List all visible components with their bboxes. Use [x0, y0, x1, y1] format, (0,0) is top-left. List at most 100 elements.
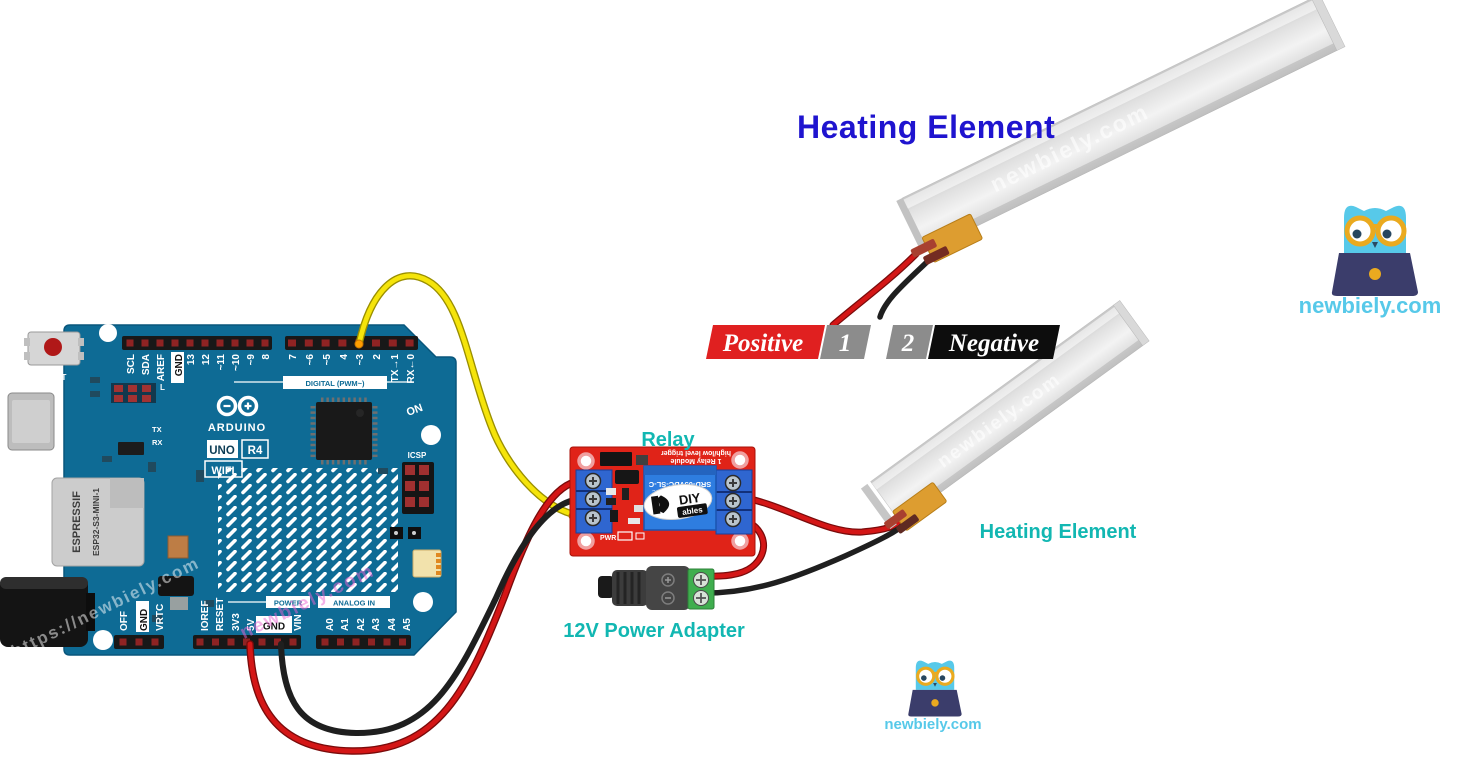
power-adapter-label: 12V Power Adapter	[563, 620, 745, 642]
minus-terminal-icon	[661, 591, 675, 605]
icsp-label: ICSP	[408, 451, 427, 460]
pin-label: 5V	[246, 618, 257, 631]
led-block	[111, 383, 156, 403]
crimp-terminal-black	[923, 246, 950, 265]
pin-label: RX←0	[406, 354, 417, 384]
digital-header-pins	[122, 336, 418, 350]
pin-label: GND	[139, 609, 150, 631]
pin-label: OFF	[119, 611, 130, 631]
owl-logo	[1332, 206, 1418, 296]
positive-label: Positive	[722, 330, 804, 357]
pin1-badge	[820, 325, 871, 359]
heating-element-right: newbiely.com	[860, 300, 1150, 534]
soic-chip	[118, 442, 144, 455]
digital-pin-labels: SCL SDA AREF GND 13 12 ~11 ~10 ~9 8 7 ~6…	[126, 352, 417, 383]
power-analog-header-pins	[114, 635, 411, 649]
arduino-uno-board: RESET SCL SDA AREF GND 13 12 ~11 ~10 ~9 …	[0, 324, 457, 661]
crimp-terminal-black	[896, 514, 919, 534]
pin-label: RESET	[215, 598, 226, 631]
smd-components	[90, 377, 442, 622]
pin-label: VRTC	[155, 604, 166, 631]
jumper-and-parts	[600, 452, 648, 524]
pwr-label: PWR	[600, 535, 616, 542]
gnd-label-box	[171, 352, 184, 383]
mounting-hole	[577, 452, 595, 470]
pin-label: 3V3	[231, 613, 242, 631]
pin-label: A3	[371, 618, 382, 631]
icsp-header	[402, 462, 434, 514]
pin-label: TX→1	[390, 354, 401, 383]
pin-label: AREF	[156, 354, 167, 381]
pin-label: ~9	[246, 354, 257, 366]
tx-label: TX	[152, 425, 162, 434]
crimp-terminal-red	[884, 509, 907, 529]
gnd-label-box	[136, 601, 149, 632]
pin-label: ~6	[305, 354, 316, 366]
power-header-box	[266, 596, 310, 608]
crimp-terminal-red	[910, 239, 937, 258]
pin-label: GND	[174, 354, 185, 376]
hatch-pattern-area	[218, 468, 398, 592]
element-wire-negative	[877, 258, 931, 320]
wire-gnd-black	[278, 496, 583, 737]
module-name-label: ESP32-S3-MINI-1	[91, 488, 101, 556]
uno-box	[207, 440, 238, 458]
element-wire-positive	[830, 251, 919, 328]
pin2-label: 2	[901, 330, 915, 357]
arduino-logo-icon	[216, 395, 259, 417]
gnd-label-box	[256, 616, 292, 633]
pin-label: SDA	[141, 354, 152, 375]
module-brand-label: ESPRESSIF	[71, 491, 83, 553]
mounting-hole	[731, 532, 749, 550]
analog-header-label: ANALOG IN	[333, 599, 375, 608]
negative-label: Negative	[948, 330, 1039, 357]
pwr-led-box	[617, 531, 633, 541]
pin-label: A0	[325, 618, 336, 631]
wires	[246, 272, 907, 755]
negative-badge	[928, 325, 1060, 359]
positive-badge	[706, 325, 825, 359]
heating-element-right-label: Heating Element	[980, 521, 1137, 543]
power-header-label: POWER	[274, 599, 303, 608]
pin-label: ~10	[231, 354, 242, 371]
pin-label: A4	[387, 618, 398, 631]
pin-label: ~5	[322, 354, 333, 366]
pin-label: SCL	[126, 354, 137, 374]
pin-label: 7	[288, 354, 299, 360]
pin-label: GND	[263, 622, 285, 633]
pin2-badge	[886, 325, 933, 359]
r4-label: R4	[248, 445, 263, 457]
relay-module: SRD-05VDC-SL-C 10A 250VAC 10A 30VDC 10A …	[569, 446, 756, 557]
plus-terminal-icon	[661, 573, 675, 587]
power-jack	[0, 577, 95, 647]
wire-adapter-element-black	[703, 522, 906, 596]
pin-label: 13	[186, 354, 197, 366]
digital-header-box	[283, 376, 387, 389]
diyables-logo: DIY ables	[643, 484, 713, 520]
mounting-hole	[577, 532, 595, 550]
pin-label: A5	[402, 618, 413, 631]
ables-logo-text: ables	[682, 505, 704, 517]
wire-relay-adapter-red	[702, 514, 766, 579]
mcu-chip	[310, 397, 378, 465]
heating-element-title: Heating Element	[797, 109, 1055, 145]
relay-label: Relay	[641, 429, 695, 451]
r4-box	[241, 439, 269, 459]
polarity-badges: Positive 1 2 Negative	[706, 325, 1060, 359]
power-pin-labels: OFF GND VRTC IOREF RESET 3V3 5V GND VIN …	[119, 598, 413, 633]
on-label: ON	[405, 402, 425, 419]
usb-connector	[7, 392, 55, 451]
brand-site-text: newbiely.com	[1299, 293, 1442, 318]
esp32-module: ESPRESSIF ESP32-S3-MINI-1	[51, 477, 145, 567]
relay-trigger-text: high/low level trigger	[661, 449, 731, 456]
analog-header-box	[318, 596, 390, 608]
wire-tip	[354, 339, 364, 349]
reset-button	[24, 331, 84, 366]
pin1-label: 1	[839, 330, 852, 357]
rx-label: RX	[152, 438, 162, 447]
mounting-hole	[731, 451, 749, 469]
pin-label: 8	[261, 354, 272, 360]
relay-output-terminals	[715, 469, 753, 535]
